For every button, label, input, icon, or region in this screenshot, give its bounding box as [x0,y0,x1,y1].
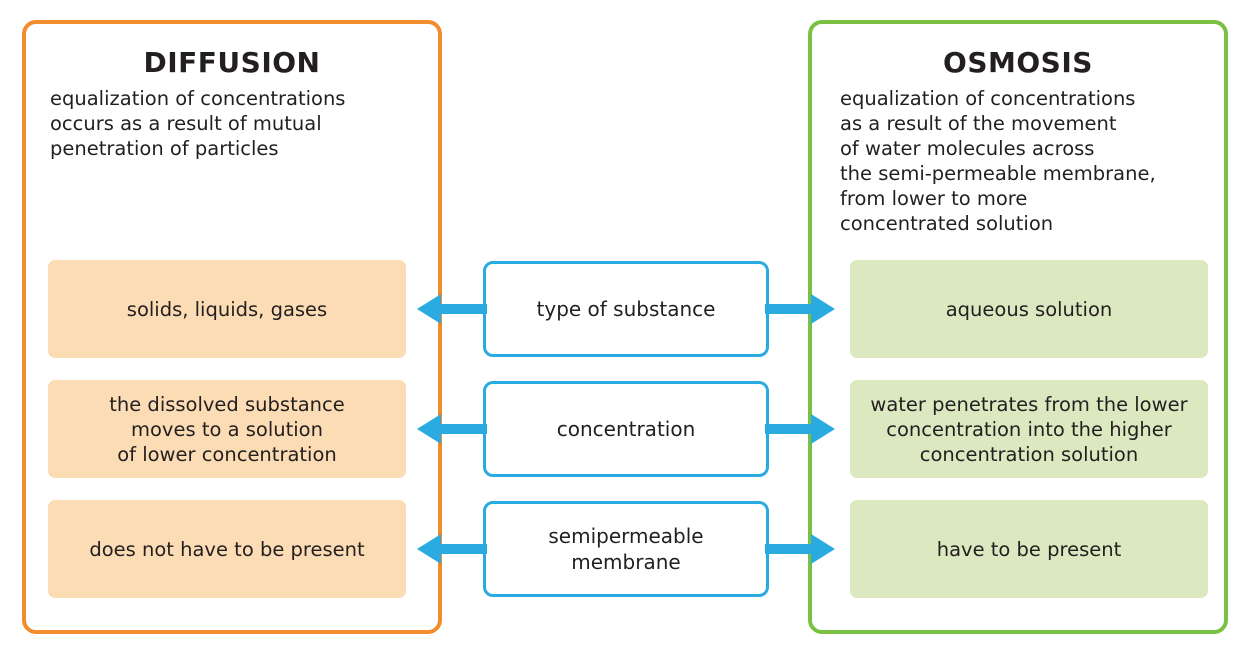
osmosis-fact-box: have to be present [850,500,1208,598]
criterion-box: concentration [483,381,769,477]
diffusion-panel: DIFFUSION equalization of concentrations… [22,20,442,634]
arrow-right-icon [765,294,835,324]
osmosis-description: equalization of concentrations as a resu… [840,87,1156,235]
diffusion-fact-box: the dissolved substance moves to a solut… [48,380,406,478]
osmosis-panel: OSMOSIS equalization of concentrations a… [808,20,1228,634]
osmosis-fact-box: aqueous solution [850,260,1208,358]
arrow-left-icon [417,294,487,324]
diffusion-fact-box: solids, liquids, gases [48,260,406,358]
arrow-right-icon [765,414,835,444]
diffusion-fact-box: does not have to be present [48,500,406,598]
osmosis-fact-box: water penetrates from the lower concentr… [850,380,1208,478]
arrow-left-icon [417,534,487,564]
arrow-right-icon [765,534,835,564]
diffusion-description: equalization of concentrations occurs as… [50,87,346,160]
osmosis-title: OSMOSIS [943,46,1093,79]
arrow-left-icon [417,414,487,444]
criterion-box: type of substance [483,261,769,357]
diffusion-title: DIFFUSION [143,46,321,79]
criterion-box: semipermeable membrane [483,501,769,597]
